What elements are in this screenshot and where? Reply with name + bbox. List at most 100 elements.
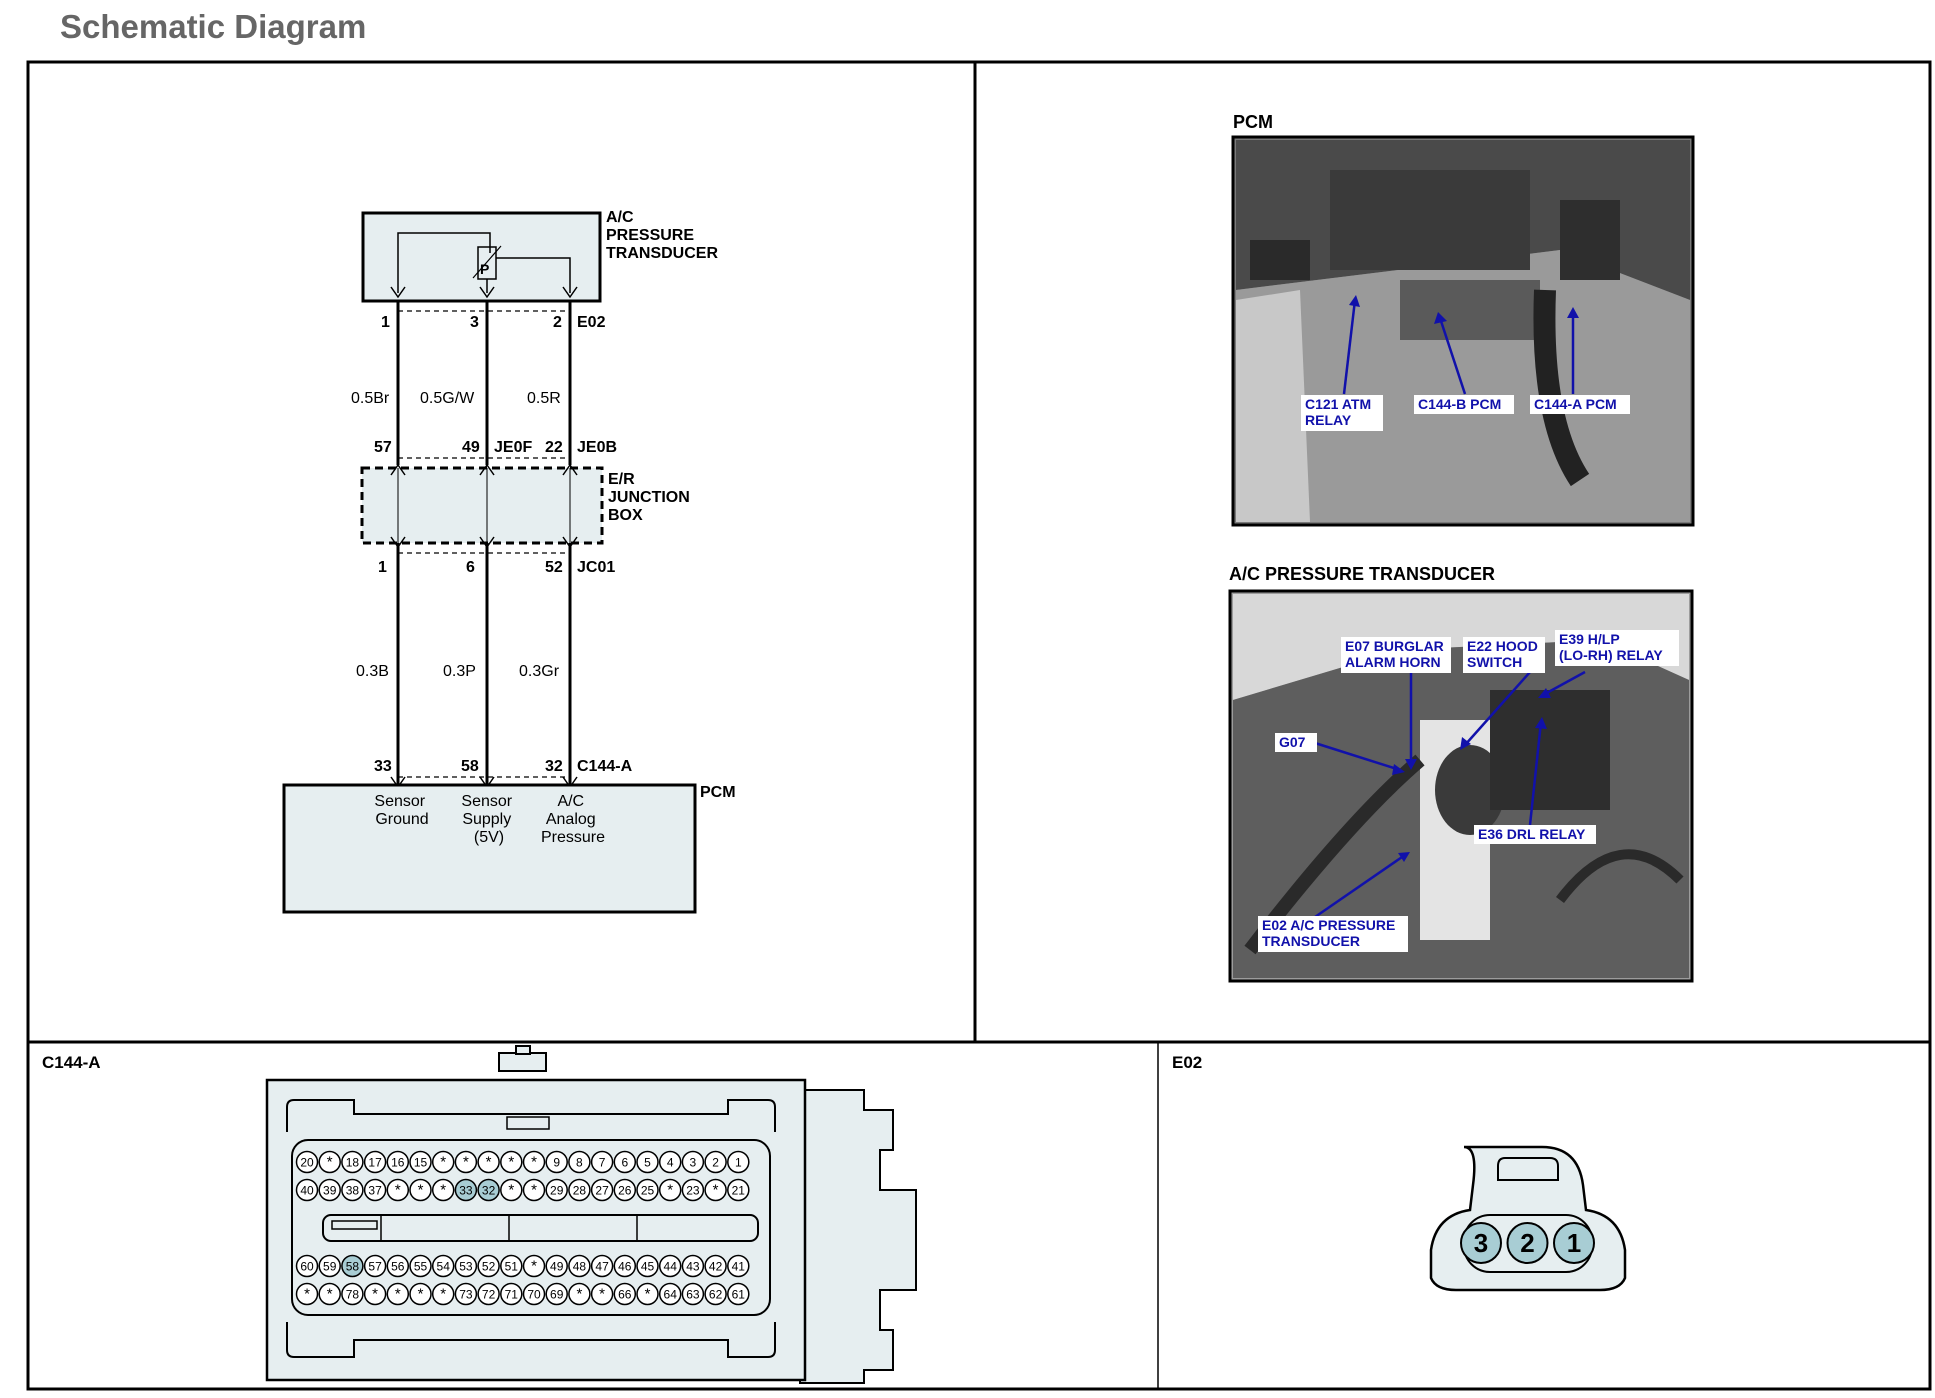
je0f-connector-name: JE0F: [494, 439, 532, 456]
c144a-pin-label: 9: [553, 1156, 560, 1170]
c144a-pin-cavity: [681, 1254, 705, 1278]
jc01-connector-name: JC01: [577, 559, 615, 576]
c144a-pin-label: 45: [641, 1260, 655, 1274]
c144a-pin-label: 16: [391, 1156, 405, 1170]
transducer-location-photo: A/C PRESSURE TRANSDUCER E07 BURGLAR ALAR…: [1228, 564, 1694, 983]
c144a-pin-label: *: [372, 1286, 378, 1303]
c144a-pin-cavity: [295, 1282, 319, 1306]
c144a-pin-cavity: [613, 1254, 637, 1278]
c144a-pin-label: *: [599, 1286, 605, 1303]
c144a-pin-label: 63: [686, 1288, 700, 1302]
c144a-pin-label: 73: [459, 1288, 473, 1302]
c144a-pin-label: *: [463, 1154, 469, 1171]
c144a-pin-label: *: [440, 1286, 446, 1303]
c144a-pin-label: *: [667, 1182, 673, 1199]
c144a-pin-label: 21: [732, 1184, 746, 1198]
je-pin-57: 57: [374, 439, 392, 456]
c144a-pin-cavity: [727, 1178, 750, 1202]
c144a-pin-cavity: [477, 1178, 500, 1202]
c144a-pin-label: 55: [414, 1260, 428, 1274]
c144a-pin-label: 60: [300, 1260, 314, 1274]
callout-c121-atm-relay: C121 ATM RELAY: [1305, 396, 1375, 428]
c144a-pin-cavity: [704, 1150, 727, 1174]
c144a-pin-cavity: [727, 1150, 750, 1174]
c144a-pin-label: 52: [482, 1260, 496, 1274]
c144a-pin-cavity: [636, 1178, 659, 1202]
c144a-pin-cavity: [318, 1254, 341, 1278]
c144a-pin-cavity: [522, 1254, 546, 1278]
c144a-pin-label: 1: [735, 1156, 742, 1170]
c144a-pin-cavity: [409, 1254, 432, 1278]
c144a-pin-label: 28: [573, 1184, 587, 1198]
c144a-pin-cavity: [613, 1178, 637, 1202]
pcm-pin-sensor-supply: Sensor Supply (5V): [461, 793, 516, 846]
e02-pin-label: 1: [1567, 1228, 1581, 1258]
c144a-pin-label: 39: [323, 1184, 337, 1198]
c144a-pin-label: 66: [618, 1288, 632, 1302]
c144a-pin-cavity: [636, 1150, 659, 1174]
c144a-pin-label: *: [440, 1154, 446, 1171]
c144a-pin-cavity: [522, 1150, 546, 1174]
c144a-pin-label: 4: [667, 1156, 674, 1170]
c144a-pin-cavity: [500, 1150, 523, 1174]
c144a-pin-label: 70: [527, 1288, 541, 1302]
c144a-pin-cavity: [341, 1150, 364, 1174]
c144a-pin-label: 44: [664, 1260, 678, 1274]
c144a-pin-label: 32: [482, 1184, 496, 1198]
c144a-pin-cavity: [318, 1150, 341, 1174]
c144a-pin-cavity: [477, 1254, 500, 1278]
wire-label-0-5br: 0.5Br: [351, 390, 390, 407]
c144a-pin-cavity: [727, 1282, 750, 1306]
c144a-pin-cavity: [681, 1282, 705, 1306]
c144a-pin-cavity: [681, 1150, 705, 1174]
junction-box: [360, 466, 604, 545]
je-pin-49: 49: [462, 439, 480, 456]
wire-label-0-3p: 0.3P: [443, 663, 476, 680]
pressure-symbol-letter: P: [480, 261, 489, 277]
c144a-pin-cavity: [409, 1150, 432, 1174]
jc-pin-1: 1: [378, 559, 387, 576]
c144a-pin-cavity: [636, 1282, 659, 1306]
e02-pin-cavity: [1506, 1222, 1549, 1264]
c144a-pin-label: 27: [595, 1184, 609, 1198]
c144a-pin-label: 40: [300, 1184, 314, 1198]
c144a-pin-label: *: [531, 1258, 537, 1275]
callout-e02-ac-pressure-transducer: E02 A/C PRESSURE TRANSDUCER: [1262, 917, 1399, 949]
c144a-pin-cavity: [636, 1254, 659, 1278]
c144a-pin-cavity: [545, 1150, 568, 1174]
c144a-pin-cavity: [658, 1150, 682, 1174]
e02-connector-name: E02: [577, 314, 606, 331]
c144a-pin-cavity: [295, 1178, 319, 1202]
c144a-pin-label: *: [531, 1182, 537, 1199]
c144a-pin-label: 48: [573, 1260, 587, 1274]
c144a-pin-cavity: [727, 1254, 750, 1278]
jc-pin-6: 6: [466, 559, 475, 576]
c144a-pin-cavity: [409, 1282, 432, 1306]
c144a-pin-cavity: [454, 1178, 478, 1202]
c144a-pin-label: 42: [709, 1260, 723, 1274]
transducer-photo-title: A/C PRESSURE TRANSDUCER: [1229, 564, 1495, 584]
c144a-pin-label: 41: [732, 1260, 746, 1274]
pcm-label: PCM: [700, 784, 736, 801]
c144a-pin-label: 49: [550, 1260, 564, 1274]
e02-pin-cavity: [1553, 1222, 1595, 1264]
callout-g07: G07: [1279, 734, 1306, 750]
c144a-pin-label: 6: [621, 1156, 628, 1170]
c144a-pin-label: 64: [664, 1288, 678, 1302]
callout-c144-a-pcm: C144-A PCM: [1534, 396, 1617, 412]
je-pin-22: 22: [545, 439, 563, 456]
c144a-pin-cavity: [613, 1150, 637, 1174]
c144a-pin-cavity: [341, 1282, 364, 1306]
c144a-pin-cavity: [477, 1282, 500, 1306]
c144a-pin-cavity: [363, 1150, 387, 1174]
e02-pin-3: 3: [470, 314, 479, 331]
c144a-pin-cavity: [500, 1178, 523, 1202]
c144a-pin-label: *: [531, 1154, 537, 1171]
pcm-box: [282, 783, 697, 914]
c144a-pin-cavity: [613, 1282, 637, 1306]
pcm-photo-title: PCM: [1233, 112, 1273, 132]
